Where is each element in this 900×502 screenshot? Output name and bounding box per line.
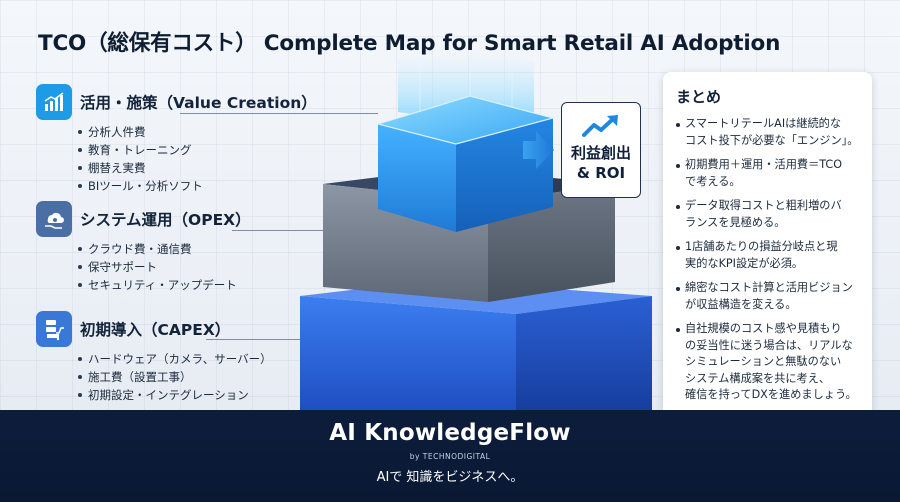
list-item: ハードウェア（カメラ、サーバー） bbox=[78, 350, 272, 368]
summary-title: まとめ bbox=[676, 88, 722, 106]
list-item: 施工費（設置工事） bbox=[78, 368, 272, 386]
list-item: セキュリティ・アップデート bbox=[78, 276, 251, 294]
tier-value-block bbox=[375, 95, 556, 232]
section-title: 初期導入（CAPEX） bbox=[80, 321, 231, 339]
footer-bar bbox=[0, 410, 900, 502]
section-title: システム運用（OPEX） bbox=[80, 211, 251, 229]
summary-item: データ取得コストと粗利増のバ ランスを見極める。 bbox=[676, 198, 860, 231]
chart-growth-icon bbox=[36, 84, 72, 120]
section-items: クラウド費・通信費 保守サポート セキュリティ・アップデート bbox=[78, 240, 251, 294]
roi-callout: 利益創出 & ROI bbox=[561, 102, 641, 198]
section-title: 活用・施策（Value Creation） bbox=[80, 94, 317, 112]
section-opex: システム運用（OPEX） クラウド費・通信費 保守サポート セキュリティ・アップ… bbox=[36, 201, 251, 294]
section-items: ハードウェア（カメラ、サーバー） 施工費（設置工事） 初期設定・インテグレーショ… bbox=[78, 350, 272, 404]
section-value-creation: 活用・施策（Value Creation） 分析人件費 教育・トレーニング 棚替… bbox=[36, 84, 317, 195]
list-item: 分析人件費 bbox=[78, 123, 317, 141]
summary-item: 自社規模のコスト感や見積もり の妥当性に迷う場合は、リアルな シミュレーションと… bbox=[676, 321, 860, 404]
server-cart-icon bbox=[36, 311, 72, 347]
list-item: 教育・トレーニング bbox=[78, 141, 317, 159]
roi-callout-text: 利益創出 & ROI bbox=[570, 144, 631, 182]
summary-list: スマートリテールAIは継続的な コスト投下が必要な「エンジン」。 初期費用＋運用… bbox=[676, 116, 860, 404]
list-item: BIツール・分析ソフト bbox=[78, 177, 317, 195]
trend-up-arrow-icon bbox=[582, 115, 618, 137]
connector-opex bbox=[232, 230, 323, 231]
summary-item: 1店舗あたりの損益分岐点と現 実的なKPI設定が必須。 bbox=[676, 239, 860, 272]
section-items: 分析人件費 教育・トレーニング 棚替え実費 BIツール・分析ソフト bbox=[78, 123, 317, 195]
summary-item: 綿密なコスト計算と活用ビジョン が収益構造を変える。 bbox=[676, 280, 860, 313]
brand-tagline: AIで 知識をビジネスへ。 bbox=[376, 470, 524, 485]
summary-item: 初期費用＋運用・活用費＝TCO で考える。 bbox=[676, 157, 860, 190]
arrow-to-roi bbox=[523, 131, 554, 169]
summary-panel: まとめ スマートリテールAIは継続的な コスト投下が必要な「エンジン」。 初期費… bbox=[663, 72, 872, 450]
summary-item: スマートリテールAIは継続的な コスト投下が必要な「エンジン」。 bbox=[676, 116, 860, 149]
page-title: TCO（総保有コスト） Complete Map for Smart Retai… bbox=[38, 31, 781, 56]
connector-value bbox=[180, 113, 378, 114]
connector-capex bbox=[206, 339, 300, 340]
cloud-gear-hand-icon bbox=[36, 201, 72, 237]
list-item: 保守サポート bbox=[78, 258, 251, 276]
brand-name: AI KnowledgeFlow bbox=[329, 420, 571, 446]
list-item: 棚替え実費 bbox=[78, 159, 317, 177]
list-item: 初期設定・インテグレーション bbox=[78, 386, 272, 404]
section-capex: 初期導入（CAPEX） ハードウェア（カメラ、サーバー） 施工費（設置工事） 初… bbox=[36, 311, 272, 404]
brand-byline: by TECHNODIGITAL bbox=[409, 452, 491, 461]
list-item: クラウド費・通信費 bbox=[78, 240, 251, 258]
